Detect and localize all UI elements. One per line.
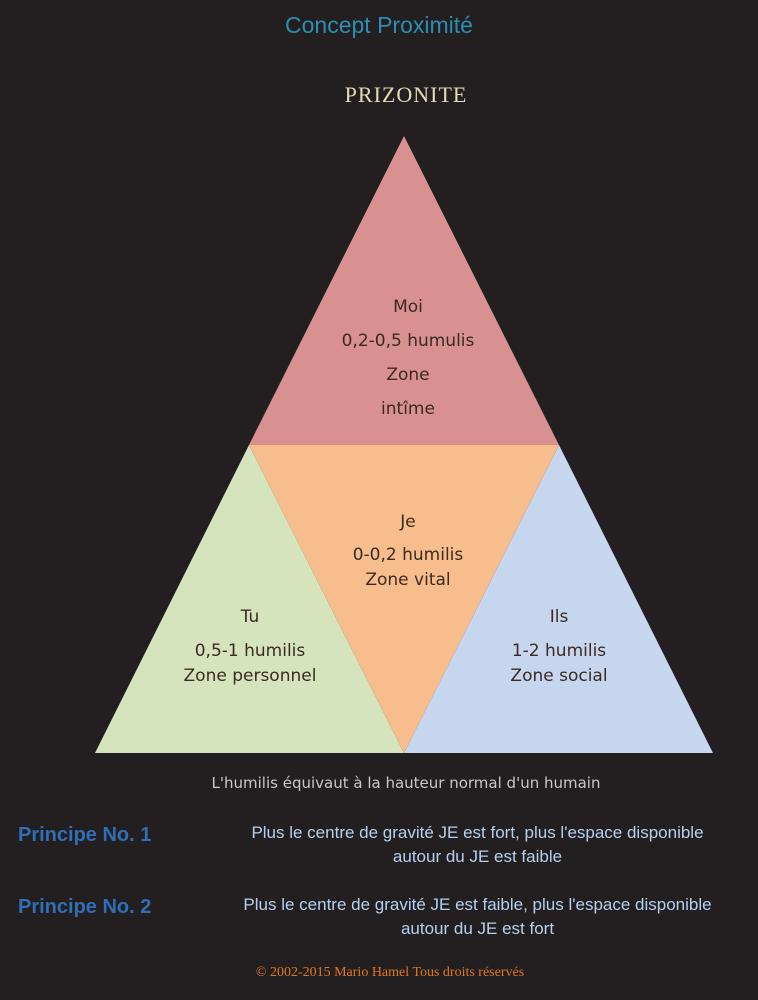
principle-1-text: Plus le centre de gravité JE est fort, p… — [205, 821, 750, 869]
principle-2-label: Principe No. 2 — [18, 896, 152, 918]
zone-ils-range: 1-2 humilis — [511, 641, 607, 661]
copyright-notice: © 2002-2015 Mario Hamel Tous droits rése… — [255, 965, 525, 980]
zone-tu-range: 0,5-1 humilis — [194, 641, 306, 661]
zone-je-zone: Zone vital — [365, 570, 451, 590]
zone-ils-name: Ils — [549, 607, 569, 627]
zone-moi-triangle — [249, 136, 559, 445]
zone-ils-triangle — [404, 445, 713, 753]
page-title: Concept Proximité — [285, 12, 473, 38]
zone-moi-name: Moi — [393, 297, 423, 317]
principle-2-line-2: autour du JE est fort — [400, 919, 555, 938]
zone-ils-zone: Zone social — [510, 666, 608, 686]
zone-tu-name: Tu — [240, 607, 260, 627]
principle-1-line-2: autour du JE est faible — [392, 847, 563, 866]
zone-moi-zone: Zone — [386, 365, 430, 385]
zone-je-triangle — [249, 445, 559, 753]
diagram-subtitle: PRIZONITE — [344, 82, 468, 107]
zone-moi-zone-type: intîme — [381, 399, 435, 419]
zone-moi-range: 0,2-0,5 humulis — [341, 331, 475, 351]
zone-je-range: 0-0,2 humilis — [352, 545, 464, 565]
zone-tu-triangle — [95, 445, 404, 753]
zone-moi-label: Moi 0,2-0,5 humulis Zone intîme — [318, 297, 498, 433]
zone-tu-label: Tu 0,5-1 humilis Zone personnel — [150, 607, 350, 691]
zone-je-name: Je — [400, 512, 416, 532]
humilis-footnote: L'humilis équivaut à la hauteur normal d… — [211, 774, 601, 792]
principle-1-line-1: Plus le centre de gravité JE est fort, p… — [251, 823, 704, 842]
zone-tu-zone: Zone personnel — [183, 666, 317, 686]
principle-2-text: Plus le centre de gravité JE est faible,… — [200, 893, 755, 941]
principle-1-label: Principe No. 1 — [18, 824, 152, 846]
zone-ils-label: Ils 1-2 humilis Zone social — [469, 607, 649, 691]
principle-2-line-1: Plus le centre de gravité JE est faible,… — [243, 895, 712, 914]
zone-je-label: Je 0-0,2 humilis Zone vital — [318, 512, 498, 595]
